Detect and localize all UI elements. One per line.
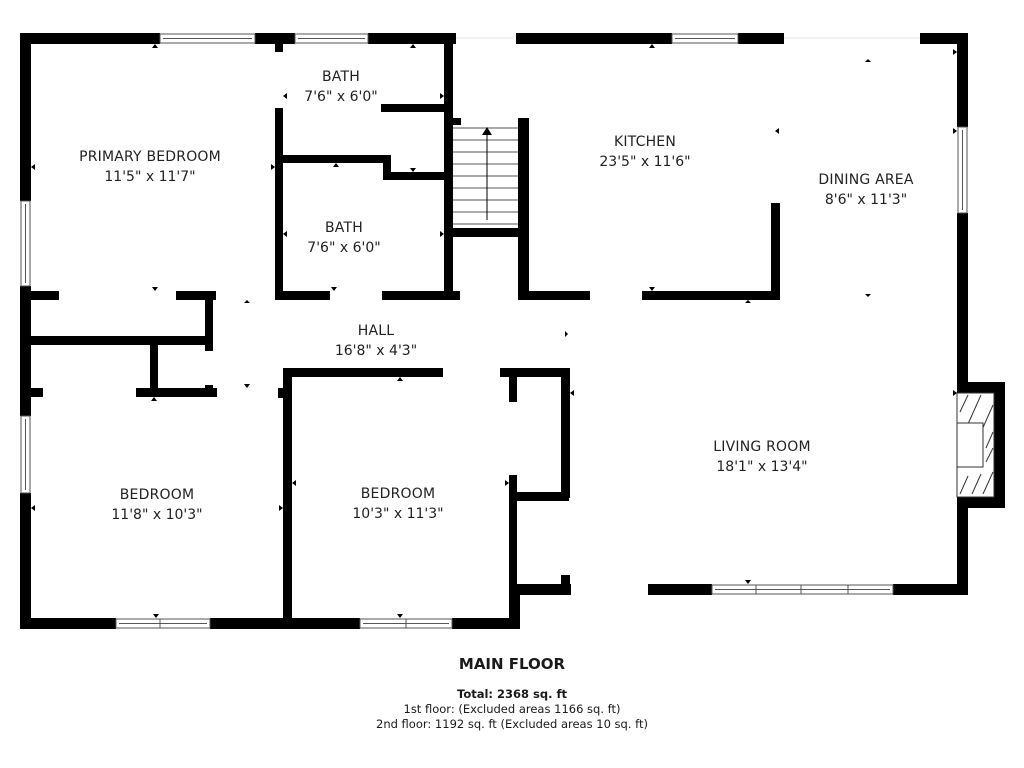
room-name: HALL [357, 323, 395, 339]
total-area: Total: 2368 sq. ft [457, 687, 567, 701]
room-dimensions: 10'3" x 11'3" [352, 506, 444, 522]
room-name: PRIMARY BEDROOM [79, 149, 221, 165]
room-label-bedroom-1: BEDROOM 11'8" x 10'3" [111, 485, 202, 525]
room-dimensions: 18'1" x 13'4" [716, 459, 808, 475]
stairs-icon [453, 127, 518, 225]
room-label-bath-1: BATH 7'6" x 6'0" [304, 67, 377, 107]
room-name: BATH [325, 220, 363, 236]
walls [20, 33, 1005, 629]
fireplace-icon [956, 392, 995, 498]
room-name: LIVING ROOM [713, 439, 811, 455]
room-dimensions: 7'6" x 6'0" [304, 89, 378, 105]
floor-title: MAIN FLOOR [458, 655, 566, 673]
room-label-kitchen: KITCHEN 23'5" x 11'6" [599, 132, 690, 172]
room-name: KITCHEN [613, 134, 677, 150]
room-name: BATH [322, 69, 360, 85]
room-label-living-room: LIVING ROOM 18'1" x 13'4" [713, 437, 810, 477]
room-name: BEDROOM [360, 486, 436, 502]
room-dimensions: 16'8" x 4'3" [334, 343, 418, 359]
room-name: BEDROOM [119, 487, 195, 503]
room-name: DINING AREA [818, 172, 914, 188]
room-label-bedroom-2: BEDROOM 10'3" x 11'3" [352, 484, 443, 524]
room-dimensions: 23'5" x 11'6" [599, 154, 691, 170]
room-label-primary-bedroom: PRIMARY BEDROOM 11'5" x 11'7" [79, 147, 221, 187]
room-label-hall: HALL 16'8" x 4'3" [335, 321, 417, 361]
dimension-markers [31, 44, 957, 618]
room-dimensions: 11'5" x 11'7" [104, 169, 196, 185]
windows [20, 33, 968, 629]
room-label-dining-area: DINING AREA 8'6" x 11'3" [818, 170, 913, 210]
room-dimensions: 11'8" x 10'3" [111, 507, 203, 523]
room-label-bath-2: BATH 7'6" x 6'0" [307, 218, 380, 258]
room-dimensions: 8'6" x 11'3" [824, 192, 908, 208]
room-dimensions: 7'6" x 6'0" [307, 240, 381, 256]
second-floor-area: 2nd floor: 1192 sq. ft (Excluded areas 1… [376, 717, 648, 731]
first-floor-area: 1st floor: (Excluded areas 1166 sq. ft) [403, 702, 621, 716]
